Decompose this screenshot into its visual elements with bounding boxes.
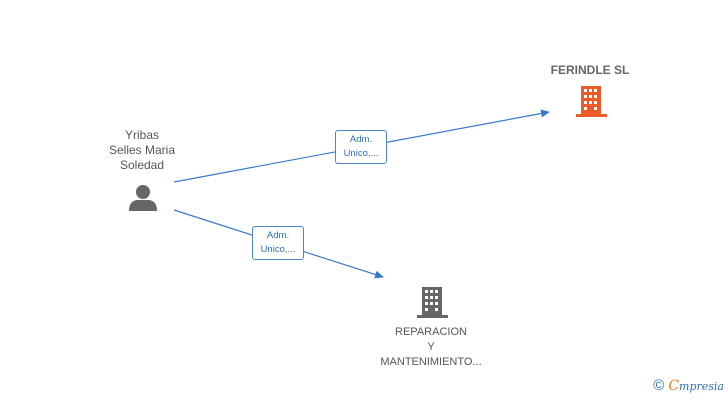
edge-role-line: Unico,... <box>343 148 379 159</box>
building-icon[interactable] <box>576 86 607 117</box>
person-name-label[interactable]: Yribas Selles Maria Soledad <box>90 128 194 173</box>
edge-role-line: Adm. <box>349 134 373 145</box>
company-name-line: Y <box>427 341 435 353</box>
brand-name: Cmpresia <box>668 378 724 394</box>
brand-logo: © Cmpresia <box>653 377 724 395</box>
company-name-line: FERINDLE SL <box>550 63 630 77</box>
person-icon[interactable] <box>129 185 157 211</box>
company-name-label[interactable]: FERINDLE SL <box>520 63 660 78</box>
edge-role-label[interactable]: Adm. Unico,... <box>252 226 304 260</box>
brand-first-letter: C <box>668 378 680 394</box>
company-name-line: MANTENIMIENTO... <box>380 356 482 368</box>
edge-role-line: Unico,... <box>260 244 296 255</box>
building-icon[interactable] <box>417 287 448 318</box>
person-name-line: Soledad <box>119 158 165 172</box>
edge-role-line: Adm. <box>266 230 290 241</box>
company-name-label[interactable]: REPARACION Y MANTENIMIENTO... <box>360 325 502 370</box>
brand-name-rest: mpresia <box>679 380 724 393</box>
edge-role-label[interactable]: Adm. Unico,... <box>335 130 387 164</box>
person-name-line: Selles Maria <box>108 143 176 157</box>
company-name-line: REPARACION <box>395 326 467 338</box>
copyright-symbol: © <box>653 377 665 394</box>
person-name-line: Yribas <box>124 128 159 142</box>
